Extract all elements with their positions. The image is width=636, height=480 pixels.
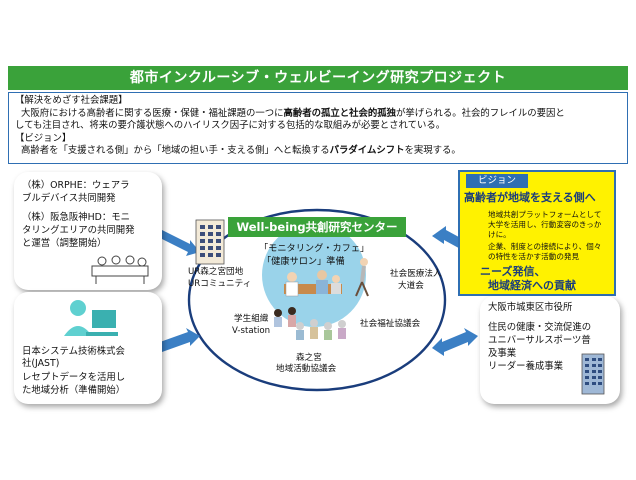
arrow-orphe: [150, 226, 200, 256]
salon-circle: [262, 223, 366, 327]
daido-label-2: 大道会: [398, 281, 424, 291]
center-label: Well-being共創研究センター: [228, 217, 406, 237]
vision-body-1: 地域共創プラットフォームとして: [488, 210, 602, 219]
vision-headline: 高齢者が地域を支える側へ: [464, 191, 596, 204]
vision-body-5: の特性を活かす活動の発見: [488, 252, 580, 261]
welfare-council-label: 社会福祉協議会: [360, 319, 421, 329]
vision-footer-2: 地域経済への貢献: [488, 279, 576, 292]
orphe-line-2: ブルデバイス共同開発: [22, 193, 116, 204]
vision-tag: ビジョン: [466, 174, 528, 188]
vision-box: [458, 170, 616, 296]
project-title: 都市インクルーシブ・ウェルビーイング研究プロジェクト: [8, 66, 628, 90]
jast-line-3: レセプトデータを活用し: [22, 372, 126, 383]
orphe-line-5: と運営（調整開始）: [22, 238, 107, 249]
office-building-icon: [581, 353, 605, 395]
ur-danchi-label: UR森之宮団地: [188, 267, 244, 277]
meeting-sketch-icon: [91, 255, 149, 284]
arrow-jast: [150, 328, 200, 356]
cafe-people-illustration: [284, 270, 342, 297]
morinomiya-label-1: 森之宮: [296, 353, 322, 363]
ward-line-2: ユニバーサルスポーツ普: [488, 335, 591, 346]
center-ellipse: [187, 208, 447, 392]
health-salon-label: 「健康サロン」準備: [262, 256, 345, 267]
students-illustration: [274, 307, 296, 327]
vision-body-2: 大学を活用し、行動変容のきっか: [488, 220, 602, 229]
building-icon: [195, 219, 225, 265]
partner-card-orphe: [14, 172, 162, 290]
student-org-label-2: V-station: [232, 326, 271, 336]
vision-footer-1: ニーズ発信、: [480, 265, 546, 278]
jast-line-2: 社(JAST): [22, 358, 60, 369]
arrow-ward: [432, 328, 478, 356]
orphe-line-1: （株）ORPHE：ウェアラ: [22, 180, 130, 191]
vision-body-4: 企業、制度との接続により、個々: [488, 242, 602, 251]
issue-line-3: 高齢者を「支援される側」から「地域の担い手・支える側」へと転換するパラダイムシフ…: [21, 145, 461, 157]
issue-heading: 【解決をめざす社会課題】: [15, 95, 128, 106]
ward-line-3: 及事業: [488, 348, 517, 359]
vision-body-3: けに。: [488, 230, 511, 239]
ward-line-4: リーダー養成事業: [488, 361, 564, 372]
computer-worker-icon: [64, 300, 118, 336]
student-org-label-1: 学生組織: [234, 314, 269, 324]
jast-line-4: た地域分析（準備開始）: [22, 385, 126, 396]
walking-person-illustration: [355, 258, 369, 297]
morinomiya-label-2: 地域活動協議会: [276, 364, 337, 374]
ward-line-1: 住民の健康・交流促進の: [488, 322, 592, 333]
issue-line-1: 大阪府における高齢者に関する医療・保健・福祉課題の一つに高齢者の孤立と社会的孤独…: [21, 107, 565, 119]
elderly-group-illustration: [296, 319, 346, 340]
jast-line-1: 日本システム技術株式会: [22, 346, 125, 357]
arrows: [150, 226, 478, 356]
issue-box: 【解決をめざす社会課題】 大阪府における高齢者に関する医療・保健・福祉課題の一つ…: [8, 92, 628, 164]
daido-label-1: 社会医療法人: [390, 269, 442, 279]
monitoring-cafe-label: 「モニタリング・カフェ」: [259, 243, 370, 254]
ur-community-label: URコミュニティ: [188, 279, 252, 289]
vision-heading: 【ビジョン】: [15, 132, 72, 144]
partner-card-jast: [14, 292, 162, 404]
issue-line-2: しても注目され、将来の要介護状態へのハイリスク因子に対する包括的な取組みが必要と…: [15, 120, 446, 132]
orphe-line-4: タリングエリアの共同開発: [22, 225, 135, 236]
ward-title: 大阪市城東区市役所: [488, 302, 573, 313]
orphe-line-3: （株）阪急阪神HD：モニ: [22, 212, 131, 223]
